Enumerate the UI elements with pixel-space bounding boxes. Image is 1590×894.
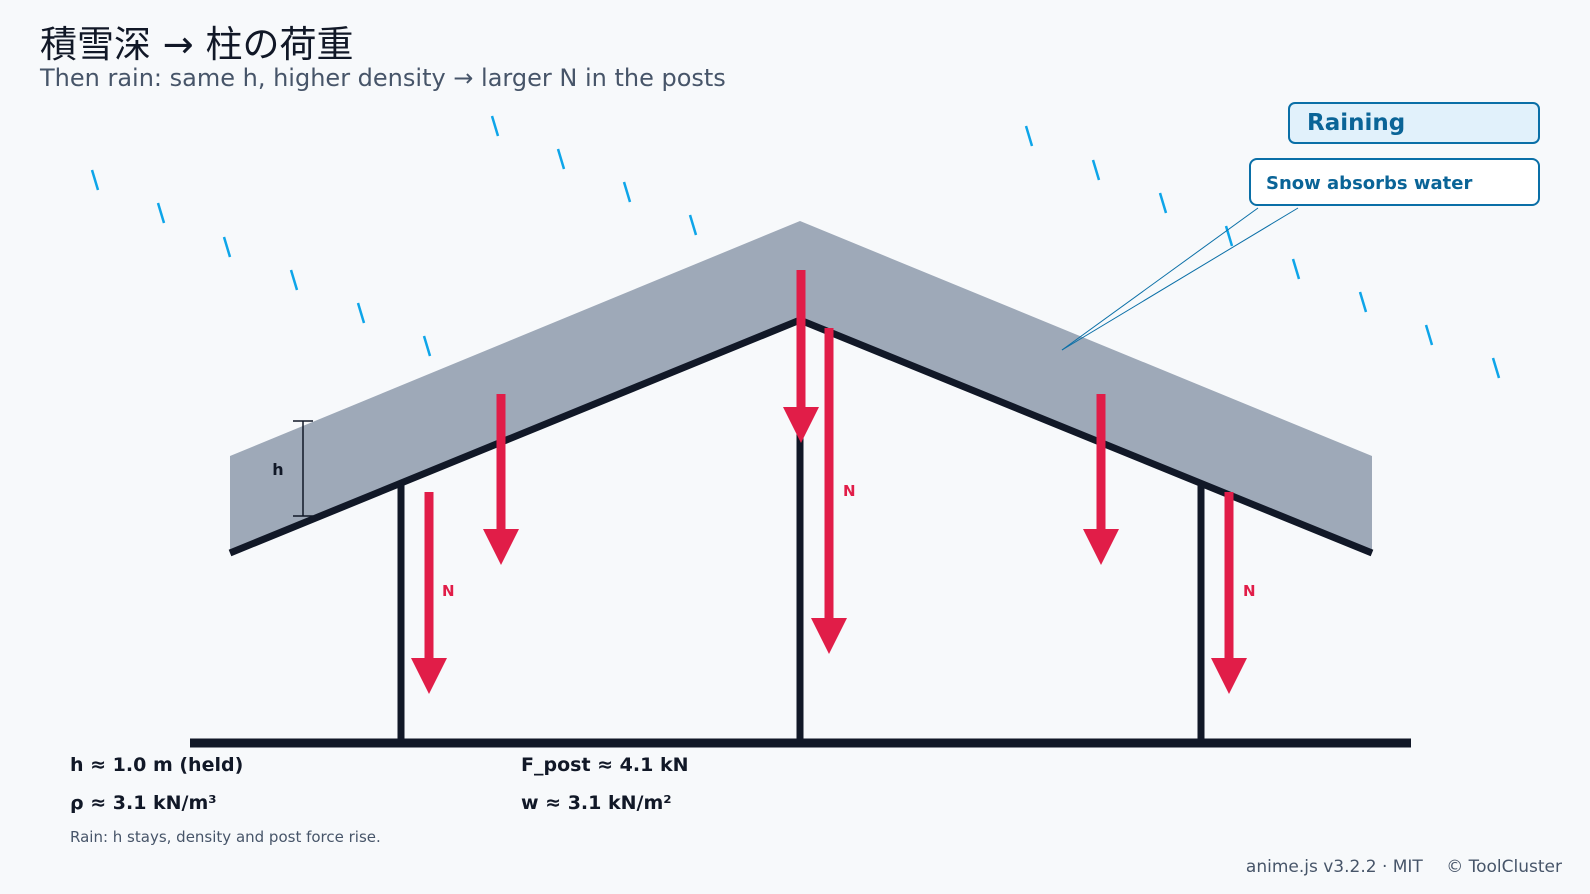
- rain-streak: [622, 181, 632, 203]
- rain-streak: [1291, 258, 1301, 280]
- footer-copyright: © ToolCluster: [1446, 857, 1562, 877]
- readout-density: ρ ≈ 3.1 kN/m³: [70, 792, 217, 814]
- rain-streak: [688, 214, 698, 236]
- readout-depth: h ≈ 1.0 m (held): [70, 754, 244, 776]
- readout-post-force: F_post ≈ 4.1 kN: [521, 754, 689, 776]
- footer-library: anime.js v3.2.2 · MIT: [1245, 857, 1423, 877]
- rain-streak: [1158, 192, 1168, 214]
- footer: anime.js v3.2.2 · MIT © ToolCluster: [1246, 857, 1562, 877]
- rain-streak: [1224, 225, 1234, 247]
- force-label-left: N: [442, 582, 455, 600]
- readout-note: Rain: h stays, density and post force ri…: [70, 828, 381, 846]
- callout-leader: [1061, 207, 1299, 351]
- rain-streak: [289, 269, 299, 291]
- rain-streak: [1424, 324, 1434, 346]
- rain-streak: [90, 169, 100, 191]
- rain-streak: [156, 202, 166, 224]
- rain-streak: [556, 148, 566, 170]
- rain-streak: [356, 302, 366, 324]
- post-force-arrows: [411, 328, 1247, 694]
- rain-streak: [1358, 291, 1368, 313]
- force-label-center: N: [843, 482, 856, 500]
- page-title: 積雪深 → 柱の荷重: [40, 23, 354, 66]
- rain-streak: [222, 236, 232, 258]
- rain-streaks: [90, 115, 1501, 379]
- rain-streak: [490, 115, 500, 137]
- readout-area-load: w ≈ 3.1 kN/m²: [521, 792, 672, 814]
- depth-dimension: [293, 420, 313, 517]
- rain-streak: [422, 335, 432, 357]
- callout-box: Snow absorbs water: [1249, 158, 1540, 206]
- status-badge: Raining: [1288, 102, 1540, 144]
- rain-streak: [1024, 125, 1034, 147]
- page-subtitle: Then rain: same h, higher density → larg…: [40, 64, 726, 92]
- force-label-right: N: [1243, 582, 1256, 600]
- snow-load-arrows: [483, 270, 1119, 565]
- rain-streak: [1491, 357, 1501, 379]
- rain-streak: [1091, 159, 1101, 181]
- depth-label: h: [272, 460, 283, 479]
